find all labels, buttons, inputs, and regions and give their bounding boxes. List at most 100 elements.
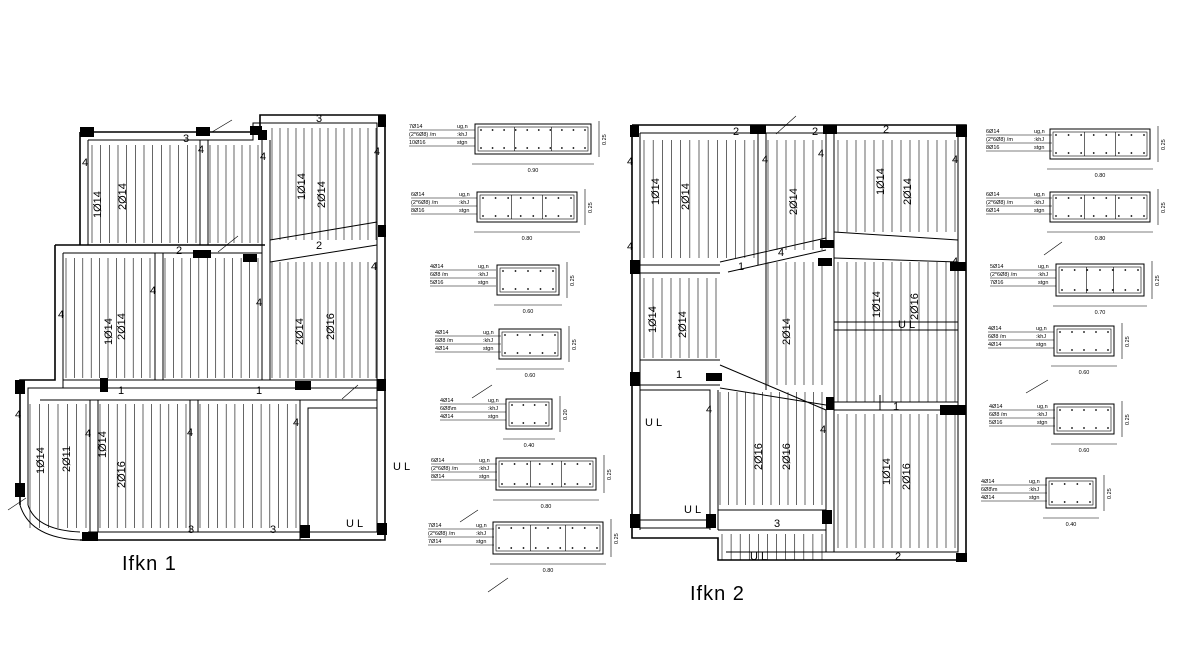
rebar: [571, 527, 574, 529]
rib-label: 2Ø14: [116, 313, 128, 340]
rebar: [529, 352, 531, 354]
reinforcement-tag: :khJ: [483, 338, 493, 344]
section-outline: [1045, 477, 1097, 509]
rebar: [554, 352, 556, 354]
section-depth: 0.25: [614, 533, 620, 544]
rebar: [534, 547, 537, 549]
rebar: [1124, 289, 1127, 291]
rebar: [538, 483, 541, 485]
reinforcement-text: 6Ø8 /m: [989, 412, 1007, 418]
plan2-title: Ifkn 2: [690, 583, 745, 605]
rebar: [557, 215, 560, 217]
section-depth: 0.25: [588, 202, 594, 213]
beam-mark: 1: [676, 369, 682, 381]
rebar: [1076, 483, 1079, 485]
stirrup: [1058, 266, 1142, 294]
beam-mark: 4: [150, 285, 156, 297]
reinforcement-tag: stgn: [483, 346, 493, 352]
section-outline: [498, 328, 562, 360]
stirrup: [1056, 328, 1112, 354]
rib-label: 1Ø14: [875, 168, 887, 195]
rebar: [533, 404, 536, 406]
rebar: [1086, 289, 1089, 291]
rebar: [514, 270, 517, 272]
reinforcement-tag: stgn: [479, 474, 489, 480]
plan1-title: Ifkn 1: [122, 553, 177, 575]
rebar: [1105, 152, 1108, 154]
reinforcement-text: 4Ø14: [988, 342, 1001, 348]
rebar: [526, 463, 529, 465]
reinforcement-tag: :khJ: [488, 406, 498, 412]
rebar: [563, 463, 566, 465]
rebar: [544, 215, 547, 217]
rebar: [1080, 134, 1083, 136]
rebar: [1055, 215, 1057, 217]
reinforcement-text: 8Ø16: [411, 208, 424, 214]
beam-mark: 4: [778, 247, 784, 259]
reinforcement-text: 6Ø8 /m: [988, 334, 1006, 340]
rebar: [501, 463, 503, 465]
reinforcement-tag: stgn: [1029, 495, 1039, 501]
rebar: [1067, 134, 1070, 136]
rebar: [502, 270, 504, 272]
reinforcement-text: 7Ø14: [428, 523, 441, 529]
reinforcement-tag: ug,n: [457, 124, 468, 130]
rebar: [1067, 152, 1070, 154]
reinforcement-text: (2*6Ø8) /m: [986, 200, 1013, 206]
section-width: 0.80: [1095, 236, 1106, 242]
reinforcement-tag: stgn: [1036, 342, 1046, 348]
rebar: [491, 147, 494, 149]
rebar: [526, 147, 529, 149]
rebar: [480, 147, 482, 149]
reinforcement-text: 6Ø14: [411, 192, 424, 198]
section-width: 0.80: [543, 568, 554, 574]
section-outline: [495, 457, 597, 491]
stirrup: [508, 401, 550, 427]
rebar: [571, 547, 574, 549]
reinforcement-tag: ug,n: [488, 398, 499, 404]
rebar: [1130, 197, 1133, 199]
rib-label: 2Ø14: [316, 181, 328, 208]
section-depth: 0.25: [1161, 202, 1167, 213]
section-outline: [1055, 263, 1145, 297]
section-width: 0.70: [1095, 310, 1106, 316]
rib-label: 1Ø14: [35, 447, 47, 474]
rebar: [507, 197, 510, 199]
beam-mark: 4: [374, 146, 380, 158]
rebar: [1099, 289, 1101, 291]
reinforcement-text: 4Ø14: [430, 264, 443, 270]
rebar: [1071, 409, 1073, 411]
rebar: [498, 527, 500, 529]
reinforcement-tag: :khJ: [459, 200, 469, 206]
reinforcement-tag: stgn: [478, 280, 488, 286]
reinforcement-tag: :khJ: [476, 531, 486, 537]
rebar: [541, 334, 544, 336]
rebar: [501, 483, 503, 485]
stirrup: [1052, 194, 1148, 220]
beam-mark: 2: [316, 240, 322, 252]
rebar: [1124, 269, 1127, 271]
rebar: [1073, 269, 1076, 271]
rebar: [1055, 197, 1057, 199]
rebar: [1137, 269, 1139, 271]
stirrup: [499, 267, 557, 293]
reinforcement-text: 8Ø14: [431, 474, 444, 480]
rebar: [504, 352, 506, 354]
reinforcement-text: 6Ø14: [431, 458, 444, 464]
rebar: [529, 334, 531, 336]
rib-label: 1Ø14: [881, 458, 893, 485]
rib-label: 1Ø14: [103, 318, 115, 345]
rebar: [1117, 215, 1120, 217]
rebar: [1095, 427, 1097, 429]
reinforcement-tag: :khJ: [478, 272, 488, 278]
rebar: [551, 483, 554, 485]
reinforcement-tag: :khJ: [457, 132, 467, 138]
ul-mark: U L: [645, 417, 662, 429]
rebar: [511, 404, 513, 406]
rebar: [560, 147, 563, 149]
section-width: 0.60: [523, 309, 534, 315]
